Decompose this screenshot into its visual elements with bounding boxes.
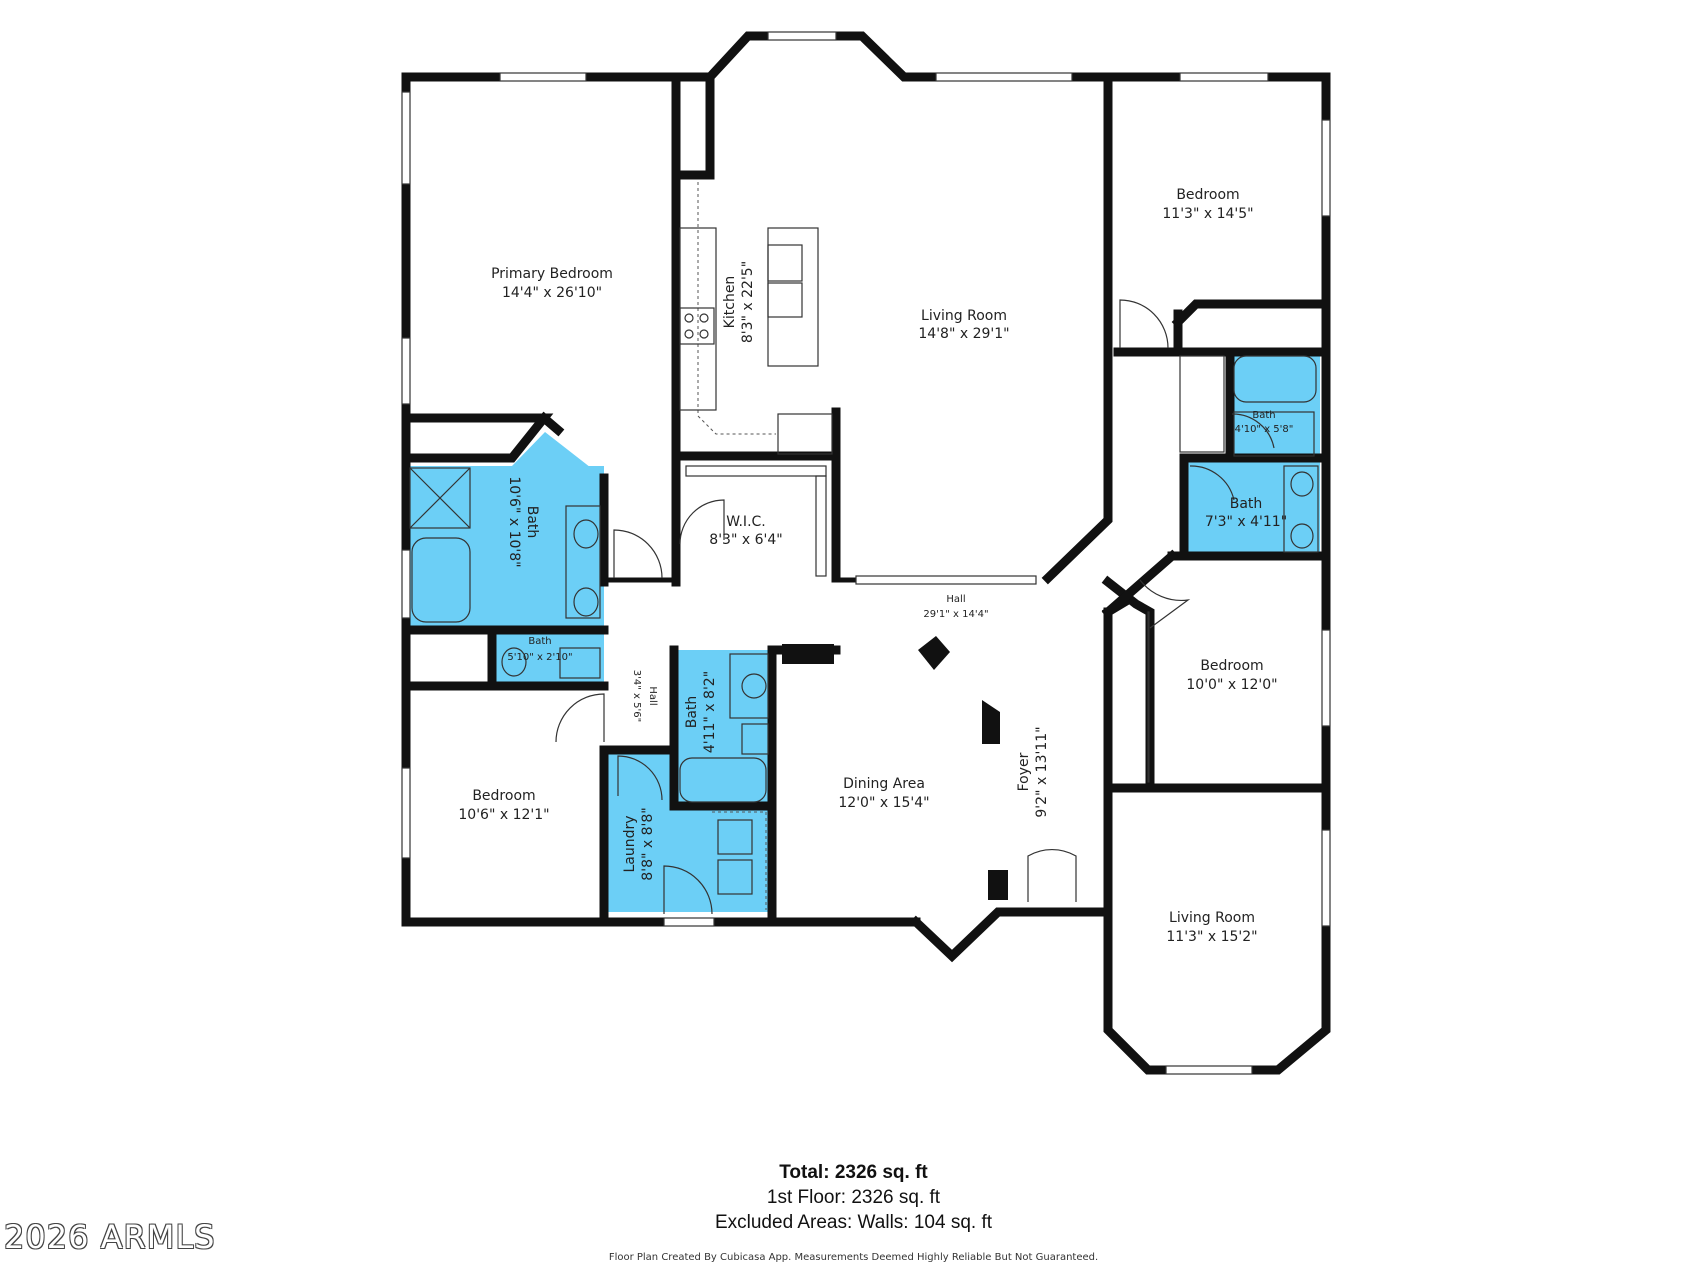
fixtures (409, 182, 1319, 910)
doors (555, 299, 1275, 915)
first-floor-area: 1st Floor: 2326 sq. ft (766, 1187, 941, 1208)
label-living-room-main: Living Room (921, 308, 1007, 324)
label-laundry: Laundry (622, 815, 638, 872)
bathtub-icon (411, 537, 471, 623)
dims-bedroom-e: 10'0" x 12'0" (1186, 677, 1277, 693)
label-kitchen: Kitchen (722, 276, 738, 329)
dims-living-room-main: 14'8" x 29'1" (918, 326, 1009, 342)
area-totals: Total: 2326 sq. ft 1st Floor: 2326 sq. f… (0, 1160, 1707, 1235)
door-bedroom-sw (555, 693, 605, 743)
label-bath-ne: Bath (1230, 496, 1263, 512)
door-wic (679, 499, 725, 545)
dryer-icon (717, 859, 753, 895)
label-bedroom-ne: Bedroom (1176, 187, 1239, 203)
dims-kitchen: 8'3" x 22'5" (740, 261, 756, 343)
label-dining-area: Dining Area (843, 776, 925, 792)
dims-hall-small: 3'4" x 5'6" (631, 670, 642, 722)
label-wic: W.I.C. (726, 514, 766, 530)
label-bedroom-e: Bedroom (1200, 658, 1263, 674)
shower-icon (409, 467, 471, 529)
dims-bath-ne: 7'3" x 4'11" (1205, 514, 1287, 530)
watermark: 2026 ARMLS (4, 1218, 216, 1256)
center-bathtub-icon (679, 757, 767, 803)
door-bath-ne-small (1231, 413, 1275, 449)
label-bath-primary: Bath (524, 506, 540, 539)
dims-laundry: 8'8" x 8'8" (640, 807, 656, 880)
dims-bedroom-ne: 11'3" x 14'5" (1162, 206, 1253, 222)
label-foyer: Foyer (1016, 752, 1032, 791)
washer-icon (717, 819, 753, 855)
dims-foyer: 9'2" x 13'11" (1034, 726, 1050, 817)
dims-dining-area: 12'0" x 15'4" (838, 795, 929, 811)
small-bath-fill (492, 630, 604, 686)
dims-primary-bedroom: 14'4" x 26'10" (502, 285, 602, 301)
label-hall-small: Hall (647, 686, 658, 705)
dims-bath-ne-small: 4'10" x 5'8" (1235, 424, 1294, 435)
label-bath-center: Bath (684, 696, 700, 729)
kitchen-island (767, 227, 819, 367)
total-area: Total: 2326 sq. ft (779, 1162, 928, 1183)
dims-bath-center: 4'11" x 8'2" (702, 671, 718, 753)
door-bedroom-ne (1119, 299, 1169, 349)
door-foyer (1027, 849, 1077, 902)
dims-wic: 8'3" x 6'4" (709, 532, 782, 548)
room-labels: Primary Bedroom 14'4" x 26'10" Kitchen 8… (458, 187, 1293, 945)
label-living-room-se: Living Room (1169, 910, 1255, 926)
label-hall-main: Hall (946, 594, 965, 605)
door-bedroom-e (1139, 579, 1191, 629)
label-bedroom-sw: Bedroom (472, 788, 535, 804)
door-laundry (617, 755, 663, 801)
door-primary-bath (613, 529, 663, 579)
dims-bath-primary: 10'6" x 10'8" (506, 476, 522, 567)
dims-bath-small-w: 5'10" x 2'10" (507, 652, 572, 663)
label-bath-ne-small: Bath (1252, 410, 1275, 421)
label-primary-bedroom: Primary Bedroom (491, 266, 613, 282)
door-bath-ne (1189, 465, 1235, 501)
excluded-area: Excluded Areas: Walls: 104 sq. ft (714, 1212, 993, 1233)
dims-living-room-se: 11'3" x 15'2" (1166, 929, 1257, 945)
door-laundry-ext (663, 865, 713, 915)
dims-hall-main: 29'1" x 14'4" (923, 609, 988, 620)
dims-bedroom-sw: 10'6" x 12'1" (458, 807, 549, 823)
label-bath-small-w: Bath (528, 636, 551, 647)
credit-note: Floor Plan Created By Cubicasa App. Meas… (608, 1252, 1099, 1263)
stove-icon (679, 307, 715, 345)
ne-bath-fill (1184, 462, 1320, 552)
windows (401, 31, 1331, 1075)
